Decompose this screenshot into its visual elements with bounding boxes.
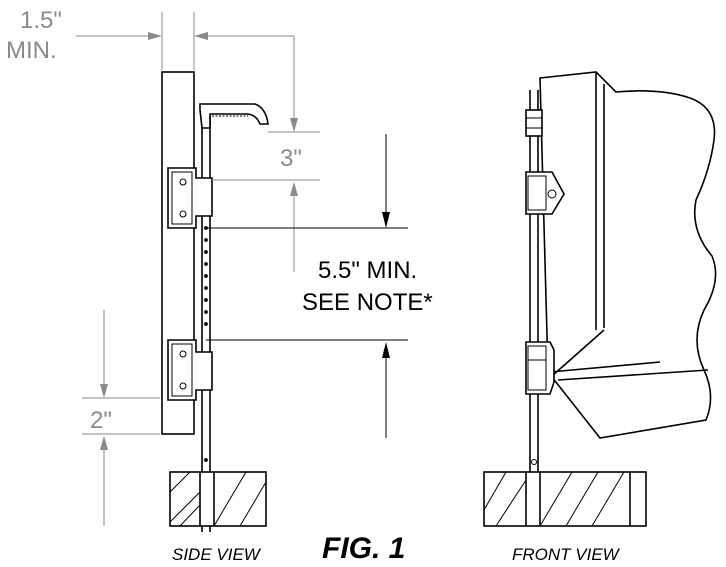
gap-dimension-min: MIN. [6,37,57,64]
bottom-offset-dimension: 2" [90,407,112,434]
front-floor-block [483,471,647,527]
front-door [539,71,717,439]
front-lower-hinge [525,341,555,395]
front-view [483,71,717,527]
top-offset-dimension: 3" [280,145,302,172]
side-chain [204,226,208,462]
side-upper-hinge [167,167,213,229]
gap-dimension-value: 1.5" [20,7,62,34]
side-view-caption: SIDE VIEW [172,545,262,564]
side-view [161,71,269,532]
side-floor-block [169,471,267,527]
front-latch [525,109,543,137]
side-handle [199,103,269,129]
front-view-caption: FRONT VIEW [512,545,621,564]
figure-label: FIG. 1 [322,532,405,565]
front-upper-hinge [525,171,565,215]
dimension-lines [76,12,320,526]
see-note-label: SEE NOTE* [302,289,433,316]
side-lower-hinge [167,339,213,401]
hinge-spacing-dimension [206,134,408,438]
hinge-spacing-label: 5.5" MIN. [318,257,417,284]
